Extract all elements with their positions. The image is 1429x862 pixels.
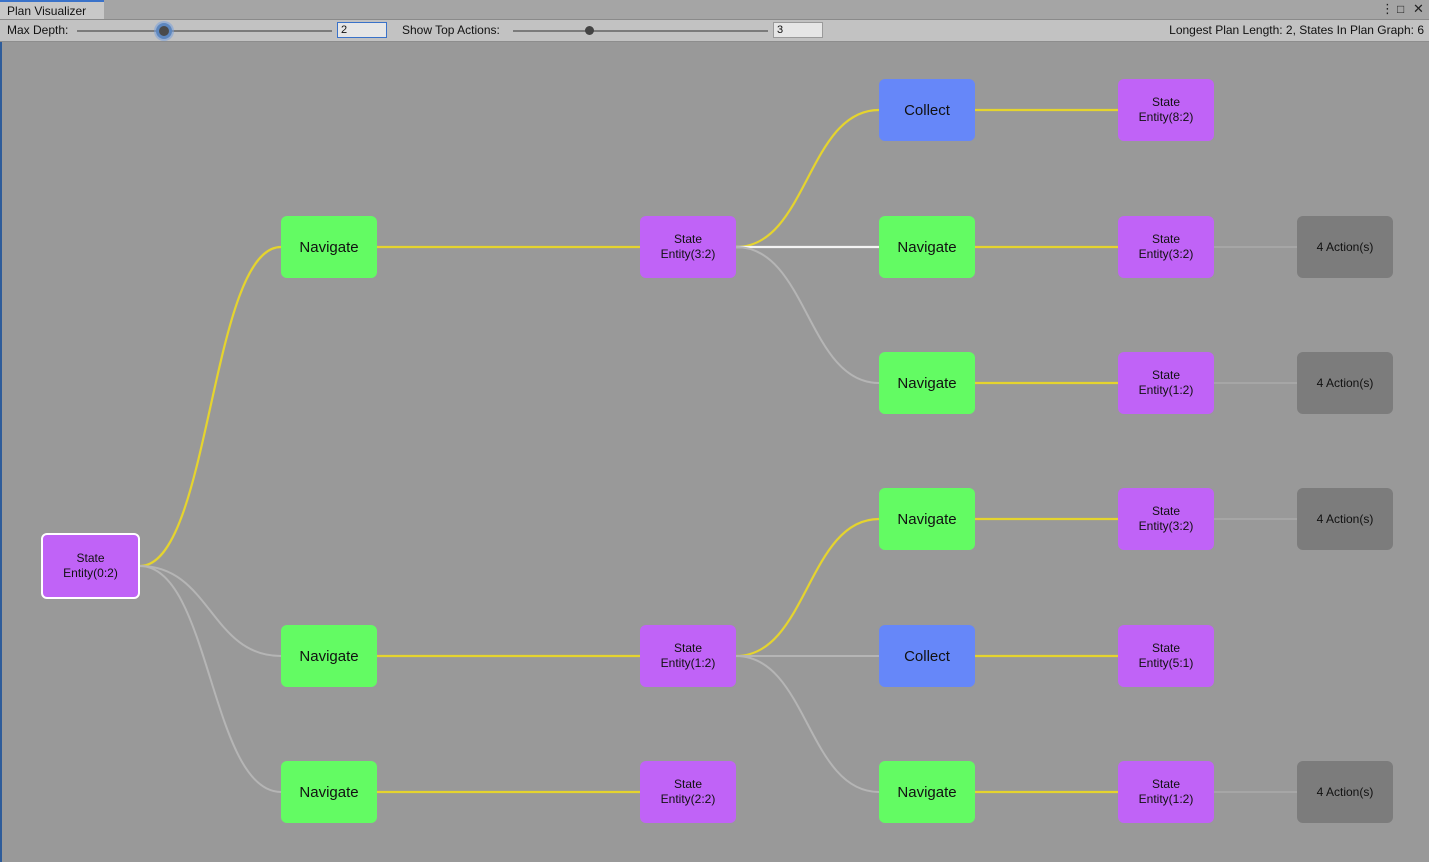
action-node-label: Navigate [897,374,957,392]
top-actions-label: Show Top Actions: [402,23,500,37]
action-node-label: Navigate [299,647,359,665]
navigate-action-node[interactable]: Navigate [879,352,975,414]
plan-stats: Longest Plan Length: 2, States In Plan G… [1169,23,1424,37]
collapsed-actions-node[interactable]: 4 Action(s) [1297,761,1393,823]
action-node-label: Navigate [299,238,359,256]
action-node-label: Navigate [897,238,957,256]
action-node-label: Navigate [299,783,359,801]
action-node-label: Collect [904,647,950,665]
action-node-label: Navigate [897,510,957,528]
collect-action-node[interactable]: Collect [879,79,975,141]
collapsed-actions-node[interactable]: 4 Action(s) [1297,488,1393,550]
navigate-action-node[interactable]: Navigate [879,761,975,823]
collapsed-actions-node[interactable]: 4 Action(s) [1297,216,1393,278]
max-depth-slider[interactable] [77,30,332,32]
toolbar: Max Depth: 2 Show Top Actions: 3 Longest… [0,20,1429,42]
window-tab-bar: Plan Visualizer ⋮ □ ✕ [0,0,1429,20]
close-icon[interactable]: ✕ [1413,1,1424,16]
collect-action-node[interactable]: Collect [879,625,975,687]
navigate-action-node[interactable]: Navigate [281,625,377,687]
graph-edge [735,246,880,384]
graph-edge [735,655,880,793]
top-actions-slider[interactable] [513,30,768,32]
collapsed-actions-node[interactable]: 4 Action(s) [1297,352,1393,414]
tab-title: Plan Visualizer [7,4,87,18]
max-depth-field[interactable]: 2 [337,22,387,38]
action-node-label: 4 Action(s) [1316,785,1374,799]
navigate-action-node[interactable]: Navigate [281,761,377,823]
max-depth-label: Max Depth: [7,23,69,37]
maximize-icon[interactable]: □ [1397,2,1405,16]
graph-edge [139,565,282,793]
navigate-action-node[interactable]: Navigate [879,216,975,278]
navigate-action-node[interactable]: Navigate [281,216,377,278]
top-actions-slider-handle[interactable] [585,26,594,35]
graph-edges [139,108,1298,794]
action-node-label: 4 Action(s) [1316,240,1374,254]
graph-edge [735,108,880,249]
action-node-label: 4 Action(s) [1316,512,1374,526]
kebab-menu-icon[interactable]: ⋮ [1381,1,1394,16]
top-actions-field[interactable]: 3 [773,22,823,38]
max-depth-slider-handle[interactable] [155,23,172,39]
graph-edge [139,245,282,568]
graph-edge [139,565,282,657]
action-node-label: 4 Action(s) [1316,376,1374,390]
action-node-label: Navigate [897,783,957,801]
action-node-label: Collect [904,101,950,119]
graph-edge [735,517,880,658]
navigate-action-node[interactable]: Navigate [879,488,975,550]
tab-plan-visualizer[interactable]: Plan Visualizer [0,0,104,19]
